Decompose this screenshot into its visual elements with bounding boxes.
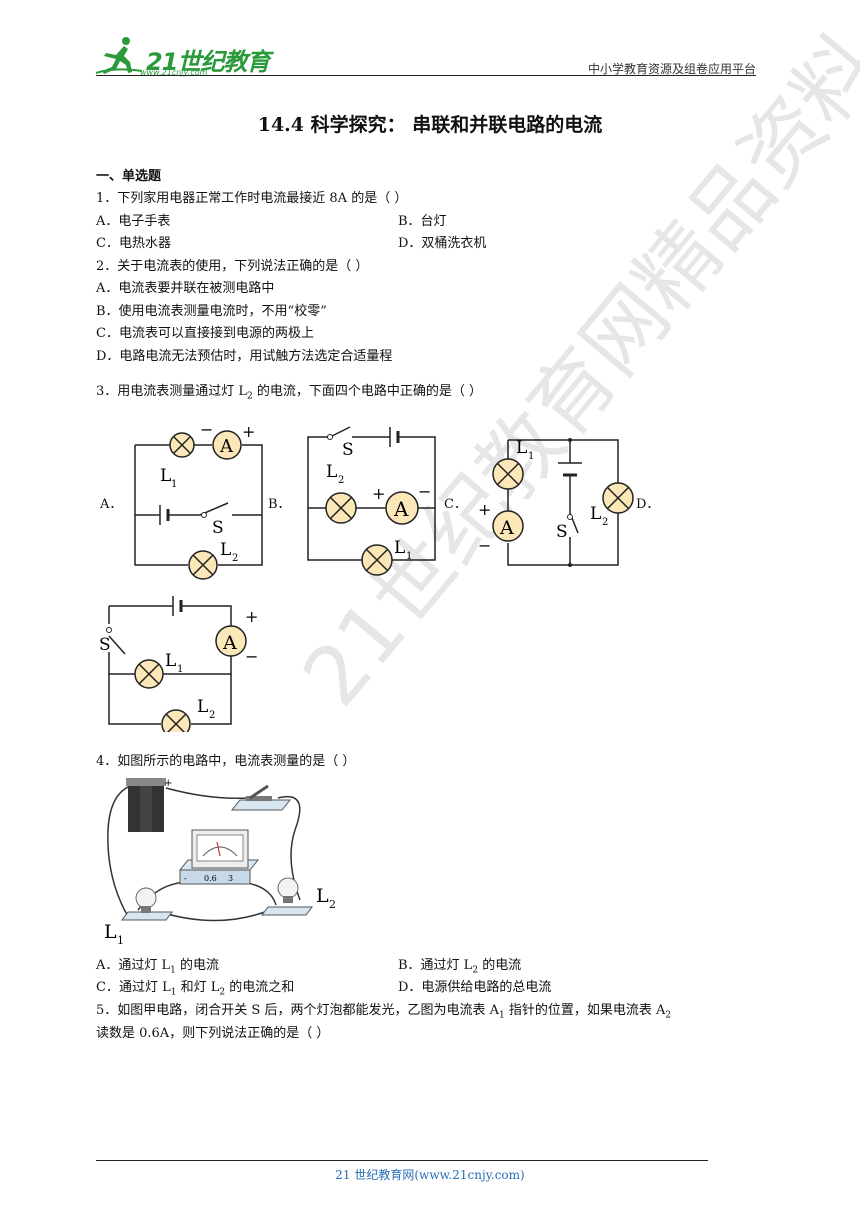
q4-stem: 4．如图所示的电路中，电流表测量的是（ ）: [96, 754, 356, 769]
platform-name: 中小学教育资源及组卷应用平台: [587, 62, 756, 76]
svg-text:S: S: [342, 440, 354, 460]
svg-text:S: S: [212, 518, 224, 538]
page-title: 14.4 科学探究： 串联和并联电路的电流: [257, 114, 603, 136]
svg-text:2: 2: [338, 475, 344, 486]
logo-url: www.21cnjy.com: [140, 68, 208, 77]
ammeter-icon: A: [492, 510, 524, 542]
svg-text:L: L: [326, 462, 337, 482]
svg-text:+: +: [242, 422, 255, 441]
svg-text:+: +: [245, 607, 258, 626]
svg-text:A: A: [219, 436, 234, 457]
svg-text:1: 1: [177, 664, 183, 675]
q4-option-b[interactable]: B．通过灯 L2 的电流: [398, 958, 522, 976]
svg-text:L: L: [165, 651, 176, 671]
svg-text:−: −: [245, 647, 258, 666]
svg-text:S: S: [99, 635, 111, 655]
q2-option-b[interactable]: B．使用电流表测量电流时，不用“校零”: [96, 304, 327, 319]
q3-stem: 3．用电流表测量通过灯 L2 的电流，下面四个电路中正确的是（ ）: [96, 384, 483, 402]
q5-stem-line1: 5．如图甲电路，闭合开关 S 后，两个灯泡都能发光，乙图为电流表 A1 指针的位…: [96, 1003, 672, 1021]
svg-text:L: L: [160, 466, 171, 486]
svg-text:1: 1: [117, 934, 124, 945]
svg-text:L: L: [197, 697, 208, 717]
q4-option-c[interactable]: C．通过灯 L1 和灯 L2 的电流之和: [96, 980, 295, 998]
q1-option-b[interactable]: B．台灯: [398, 214, 447, 229]
q3-option-c-label[interactable]: C．: [444, 497, 467, 512]
svg-text:2: 2: [232, 553, 238, 564]
q2-option-c[interactable]: C．电流表可以直接接到电源的两极上: [96, 326, 314, 341]
svg-text:S: S: [556, 522, 568, 542]
svg-text:3: 3: [228, 874, 233, 883]
q4-option-a[interactable]: A．通过灯 L1 的电流: [96, 958, 220, 976]
logo-text: 21世纪教育: [146, 48, 270, 76]
lamp-icon: [492, 458, 524, 490]
svg-text:2: 2: [602, 517, 608, 528]
svg-text:0.6: 0.6: [204, 874, 217, 883]
ammeter-icon: A: [385, 491, 419, 525]
q3-option-a-label[interactable]: A．: [100, 497, 123, 512]
svg-text:+: +: [372, 484, 385, 503]
svg-text:1: 1: [171, 479, 177, 490]
svg-text:L: L: [316, 885, 329, 907]
lamp-icon: [361, 544, 393, 576]
section-heading: 一、单选题: [96, 169, 162, 184]
q1-option-d[interactable]: D．双桶洗衣机: [398, 236, 487, 251]
ammeter-icon: A: [212, 430, 242, 460]
q1-option-c[interactable]: C．电热水器: [96, 236, 171, 251]
lamp-icon: [161, 709, 191, 732]
q2-option-a[interactable]: A．电流表要并联在被测电路中: [96, 281, 275, 296]
svg-text:2: 2: [329, 898, 336, 911]
svg-text:2: 2: [209, 710, 215, 721]
ammeter-meter-icon: - 0.6 3: [178, 829, 260, 885]
bulb-icon: [261, 877, 313, 916]
q5-stem-line2: 读数是 0.6A，则下列说法正确的是（ ）: [96, 1026, 330, 1041]
lamp-icon: [602, 482, 634, 514]
battery-icon: +: [126, 778, 172, 832]
svg-text:A: A: [222, 632, 237, 654]
svg-text:−: −: [478, 536, 491, 555]
svg-text:+: +: [478, 500, 491, 519]
footer-link[interactable]: 21 世纪教育网(www.21cnjy.com): [335, 1168, 525, 1182]
header-divider: [96, 75, 756, 76]
lamp-icon: [169, 432, 195, 458]
q2-stem: 2．关于电流表的使用，下列说法正确的是（ ）: [96, 259, 369, 274]
svg-text:−: −: [200, 420, 213, 439]
footer-divider: [96, 1160, 708, 1161]
q2-option-d[interactable]: D．电路电流无法预估时，用试触方法选定合适量程: [96, 349, 393, 364]
svg-text:A: A: [499, 517, 514, 539]
switch-icon: [230, 784, 292, 811]
ammeter-icon: A: [215, 625, 247, 657]
q3-option-d-label[interactable]: D．: [636, 497, 660, 512]
svg-text:1: 1: [528, 451, 534, 462]
q1-stem: 1．下列家用电器正常工作时电流最接近 8A 的是（ ）: [96, 191, 408, 206]
svg-text:L: L: [516, 438, 527, 458]
bulb-icon: [121, 887, 173, 921]
svg-text:L: L: [104, 921, 117, 943]
svg-text:L: L: [220, 540, 231, 560]
svg-text:L: L: [590, 504, 601, 524]
svg-text:1: 1: [406, 551, 412, 562]
lamp-icon: [325, 492, 357, 524]
svg-text:−: −: [418, 482, 431, 501]
lamp-icon: [134, 659, 164, 689]
q1-option-a[interactable]: A．电子手表: [96, 214, 171, 229]
logo-runner-icon: [94, 35, 144, 79]
lamp-icon: [188, 550, 218, 580]
svg-text:+: +: [164, 778, 172, 789]
svg-text:A: A: [393, 497, 409, 521]
svg-text:L: L: [394, 538, 405, 558]
svg-text:-: -: [184, 874, 187, 883]
q3-option-b-label[interactable]: B．: [268, 497, 291, 512]
q4-option-d[interactable]: D．电源供给电路的总电流: [398, 980, 552, 995]
